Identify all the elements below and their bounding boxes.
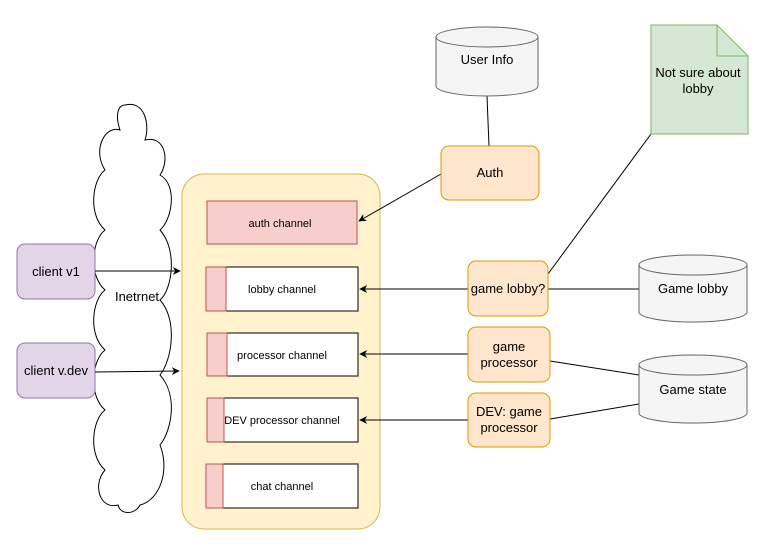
processor-channel-marker — [206, 332, 228, 377]
client-v1-label: client v1 — [32, 264, 80, 279]
auth-channel-label: auth channel — [249, 218, 312, 230]
auth-to-auth-channel-arrow — [358, 173, 442, 222]
chat-channel-shape — [205, 463, 359, 509]
lobby-note: Not sure about lobby — [650, 24, 749, 135]
processor-channel: processor channel — [206, 332, 359, 377]
game-processor-service-shape — [467, 326, 551, 383]
game-processor-service: game processor — [467, 326, 551, 383]
game-state-database: Game state — [638, 354, 748, 424]
game-lobby-db-top — [638, 254, 748, 276]
user-info-db-top — [435, 26, 539, 48]
cloud-label: Inetrnet — [115, 289, 159, 304]
client-vdev-box: client v.dev — [16, 342, 96, 399]
dev-game-processor-service-shape — [467, 392, 551, 448]
client-vdev-shape — [16, 342, 96, 399]
processor-gamestate-line — [549, 360, 640, 376]
dev-processor-channel-label: DEV processor channel — [224, 415, 340, 427]
dev-processor-channel: DEV processor channel — [206, 397, 359, 443]
lobby-channel: lobby channel — [205, 266, 359, 312]
game-lobby-database: Game lobby — [638, 254, 748, 323]
lobby-channel-marker — [205, 266, 227, 312]
note-lobby-line — [547, 133, 652, 275]
chat-channel-marker — [205, 463, 224, 509]
chat-channel: chat channel — [205, 463, 359, 509]
lobby-note-line2: lobby — [682, 81, 714, 96]
lobby-channel-shape — [205, 266, 359, 312]
dev-game-processor-label-line1: DEV: game — [476, 404, 542, 419]
processor-channel-label: processor channel — [237, 350, 327, 362]
auth-channel: auth channel — [206, 200, 358, 245]
user-info-database: User Info — [435, 26, 539, 97]
game-processor-label-line1: game — [493, 339, 526, 354]
dev-game-processor-label-line2: processor — [480, 420, 538, 435]
cloud-shape — [93, 103, 172, 513]
game-state-db-top — [638, 354, 748, 376]
game-lobby-service: game lobby? — [467, 260, 549, 317]
dev-processor-channel-shape — [206, 397, 359, 443]
game-lobby-service-shape — [467, 260, 549, 317]
user-info-db-label: User Info — [461, 52, 514, 67]
lobby-note-fold — [716, 25, 748, 57]
game-lobby-service-label: game lobby? — [471, 281, 545, 296]
game-state-db-body — [638, 365, 748, 424]
client-vdev-label: client v.dev — [24, 363, 89, 378]
dev-game-processor-service: DEV: game processor — [467, 392, 551, 448]
game-lobby-db-label: Game lobby — [658, 281, 729, 296]
auth-channel-shape — [206, 200, 358, 245]
game-lobby-db-body — [638, 265, 748, 323]
game-state-db-label: Game state — [659, 382, 726, 397]
auth-service: Auth — [440, 145, 540, 201]
lobby-note-shape — [650, 24, 749, 135]
lobby-note-line1: Not sure about — [655, 65, 741, 80]
auth-service-label: Auth — [477, 165, 504, 180]
auth-service-shape — [440, 145, 540, 201]
internet-cloud: Inetrnet — [93, 103, 172, 513]
dev-processor-channel-marker — [206, 397, 225, 443]
user-info-db-body — [435, 37, 539, 97]
chat-channel-label: chat channel — [251, 481, 313, 493]
dev-processor-gamestate-line — [549, 403, 640, 420]
client-v1-box: client v1 — [16, 243, 96, 300]
lobby-channel-label: lobby channel — [248, 284, 316, 296]
game-processor-label-line2: processor — [480, 355, 538, 370]
client-vdev-arrow — [94, 367, 180, 376]
userinfo-auth-line — [486, 95, 490, 147]
